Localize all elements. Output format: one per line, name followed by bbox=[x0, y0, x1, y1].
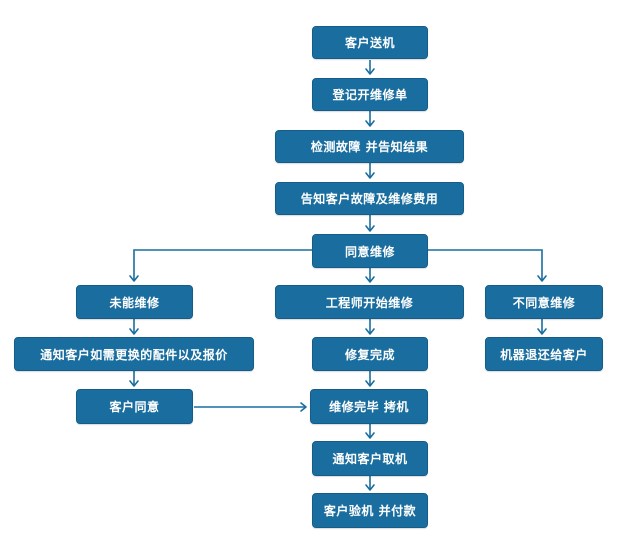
node-inspect-and-pay: 客户验机 并付款 bbox=[312, 493, 428, 528]
branch-right-to-disagree bbox=[428, 249, 547, 282]
arrow-send-to-register bbox=[365, 60, 375, 75]
arrow-customer-agree-to-test bbox=[194, 402, 307, 412]
node-engineer-start: 工程师开始维修 bbox=[275, 285, 464, 319]
node-notify-pickup: 通知客户取机 bbox=[312, 441, 428, 476]
arrow-disagree-to-return bbox=[537, 319, 547, 335]
node-cannot-repair: 未能维修 bbox=[76, 285, 193, 319]
node-inspect-fault: 检测故障 并告知结果 bbox=[275, 130, 464, 163]
arrow-engineer-to-complete bbox=[365, 319, 375, 335]
node-repair-complete: 修复完成 bbox=[312, 337, 428, 371]
arrow-inspect-to-inform bbox=[365, 163, 375, 179]
node-disagree-repair: 不同意维修 bbox=[485, 285, 603, 319]
node-customer-agree: 客户同意 bbox=[76, 389, 193, 424]
arrow-notify-parts-to-agree bbox=[129, 371, 139, 387]
node-agree-repair: 同意维修 bbox=[312, 234, 428, 268]
node-repair-done-test: 维修完毕 拷机 bbox=[310, 389, 428, 424]
arrow-complete-to-test bbox=[365, 371, 375, 387]
node-notify-parts-quote: 通知客户如需更换的配件以及报价 bbox=[14, 337, 254, 371]
arrow-test-to-notify bbox=[365, 424, 375, 439]
node-send-machine: 客户送机 bbox=[312, 26, 428, 59]
node-return-machine: 机器退还给客户 bbox=[485, 337, 603, 371]
arrow-notify-to-pay bbox=[365, 476, 375, 491]
arrow-agree-to-engineer bbox=[365, 268, 375, 283]
branch-left-to-cannot-repair bbox=[129, 249, 312, 282]
node-register-order: 登记开维修单 bbox=[312, 78, 428, 111]
arrow-cannot-to-notify-parts bbox=[129, 319, 139, 335]
node-inform-cost: 告知客户故障及维修费用 bbox=[275, 182, 464, 215]
arrow-inform-to-agree bbox=[365, 215, 375, 232]
arrow-register-to-inspect bbox=[365, 111, 375, 127]
